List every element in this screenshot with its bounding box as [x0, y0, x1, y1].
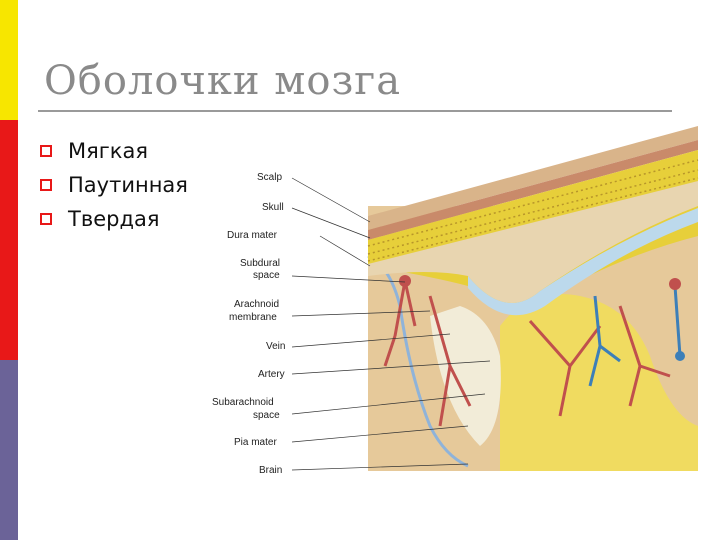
- bullet-text: Паутинная: [68, 173, 188, 197]
- label-dura-mater: Dura mater: [227, 230, 278, 241]
- label-scalp: Scalp: [257, 172, 282, 183]
- label-subarachnoid: Subarachnoid: [212, 397, 274, 408]
- label-skull: Skull: [262, 202, 284, 213]
- label-arachnoid-membrane: membrane: [229, 312, 277, 323]
- meninges-diagram: Scalp Skull Dura mater Subdural space Ar…: [200, 126, 700, 476]
- bullet-item: Мягкая: [40, 134, 188, 168]
- label-pia-mater: Pia mater: [234, 437, 277, 448]
- vein-crosssection: [675, 351, 685, 361]
- bullet-text: Твердая: [68, 207, 159, 231]
- label-arachnoid: Arachnoid: [234, 299, 279, 310]
- bullet-item: Паутинная: [40, 168, 188, 202]
- label-brain: Brain: [259, 465, 282, 476]
- label-subdural-space: space: [253, 270, 280, 281]
- accent-bar-red: [0, 120, 18, 360]
- title-underline: [38, 110, 672, 112]
- label-subdural: Subdural: [240, 258, 280, 269]
- label-artery: Artery: [258, 369, 285, 380]
- bullet-list: Мягкая Паутинная Твердая: [40, 134, 188, 236]
- artery-crosssection: [399, 275, 411, 287]
- artery-crosssection: [669, 278, 681, 290]
- accent-bar-purple: [0, 360, 18, 540]
- slide-title: Оболочки мозга: [44, 58, 401, 104]
- bullet-text: Мягкая: [68, 139, 148, 163]
- accent-bar-yellow: [0, 0, 18, 120]
- label-subarachnoid-space: space: [253, 410, 280, 421]
- square-bullet-icon: [40, 213, 52, 225]
- bullet-item: Твердая: [40, 202, 188, 236]
- square-bullet-icon: [40, 179, 52, 191]
- label-vein: Vein: [266, 341, 285, 352]
- square-bullet-icon: [40, 145, 52, 157]
